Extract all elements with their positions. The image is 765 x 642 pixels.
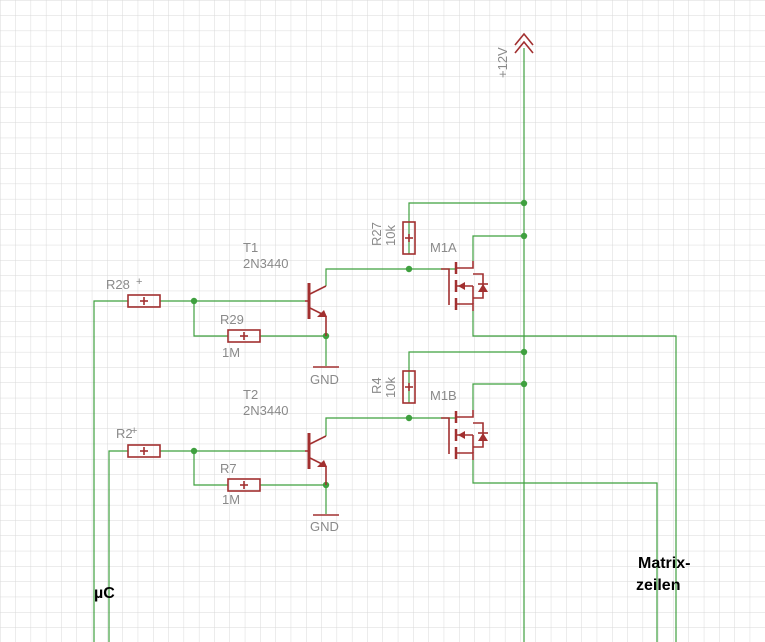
matrix-label-line2: zeilen bbox=[636, 577, 680, 594]
m1a-name: M1A bbox=[430, 240, 457, 255]
r29-wire bbox=[193, 301, 228, 337]
t2-value: 2N3440 bbox=[243, 403, 289, 418]
r4-name: R4 bbox=[369, 377, 384, 394]
transistor-t1[interactable]: T1 2N3440 bbox=[243, 240, 327, 336]
r7-value: 1M bbox=[222, 492, 240, 507]
r4-value: 10k bbox=[383, 377, 398, 398]
resistor-r27[interactable]: R27 10k bbox=[369, 221, 416, 255]
m1a-source-wire bbox=[472, 235, 524, 261]
resistor-r28[interactable]: R28 + bbox=[106, 276, 161, 308]
matrix-line-2-wire bbox=[472, 460, 658, 642]
gnd2-label: GND bbox=[310, 519, 339, 534]
r29-value: 1M bbox=[222, 345, 240, 360]
r28-plus-mark: + bbox=[136, 276, 142, 288]
transistor-t2[interactable]: T2 2N3440 bbox=[243, 387, 327, 485]
junction-dot bbox=[405, 414, 413, 422]
junction-dot bbox=[190, 297, 198, 305]
mosfet-m1a[interactable]: M1A bbox=[430, 240, 488, 311]
supply-label: +12V bbox=[495, 47, 510, 78]
junction-dot bbox=[520, 232, 528, 240]
gnd-symbol-1: GND bbox=[310, 366, 339, 387]
r7-name: R7 bbox=[220, 461, 237, 476]
r2-plus-mark: + bbox=[131, 425, 137, 437]
matrix-label-line1: Matrix- bbox=[638, 555, 690, 572]
m1b-source-wire bbox=[472, 383, 524, 410]
wires bbox=[93, 48, 677, 642]
supply-symbol: +12V bbox=[495, 32, 534, 78]
r27-value: 10k bbox=[383, 225, 398, 246]
r27-name: R27 bbox=[369, 222, 384, 246]
m1b-name: M1B bbox=[430, 388, 457, 403]
resistor-r4[interactable]: R4 10k bbox=[369, 370, 416, 404]
junction-dot bbox=[190, 447, 198, 455]
mosfet-m1b[interactable]: M1B bbox=[430, 388, 488, 460]
uc-label: µC bbox=[94, 585, 115, 602]
t1-name: T1 bbox=[243, 240, 258, 255]
junctions bbox=[190, 199, 528, 489]
junction-dot bbox=[520, 380, 528, 388]
r28-name: R28 bbox=[106, 277, 130, 292]
r7-wire bbox=[193, 451, 228, 486]
uc-input-wire-2 bbox=[108, 450, 128, 642]
uc-input-wire-1 bbox=[93, 300, 128, 642]
t1-value: 2N3440 bbox=[243, 256, 289, 271]
matrix-line-1-wire bbox=[472, 311, 677, 642]
resistor-r2[interactable]: R2 + bbox=[116, 425, 161, 458]
t2-name: T2 bbox=[243, 387, 258, 402]
junction-dot bbox=[405, 265, 413, 273]
gnd1-label: GND bbox=[310, 372, 339, 387]
gnd-symbol-2: GND bbox=[310, 514, 339, 534]
resistor-r29[interactable]: R29 1M bbox=[220, 312, 261, 360]
junction-dot bbox=[520, 348, 528, 356]
resistor-r7[interactable]: R7 1M bbox=[220, 461, 261, 507]
r29-name: R29 bbox=[220, 312, 244, 327]
r2-name: R2 bbox=[116, 426, 133, 441]
junction-dot bbox=[520, 199, 528, 207]
